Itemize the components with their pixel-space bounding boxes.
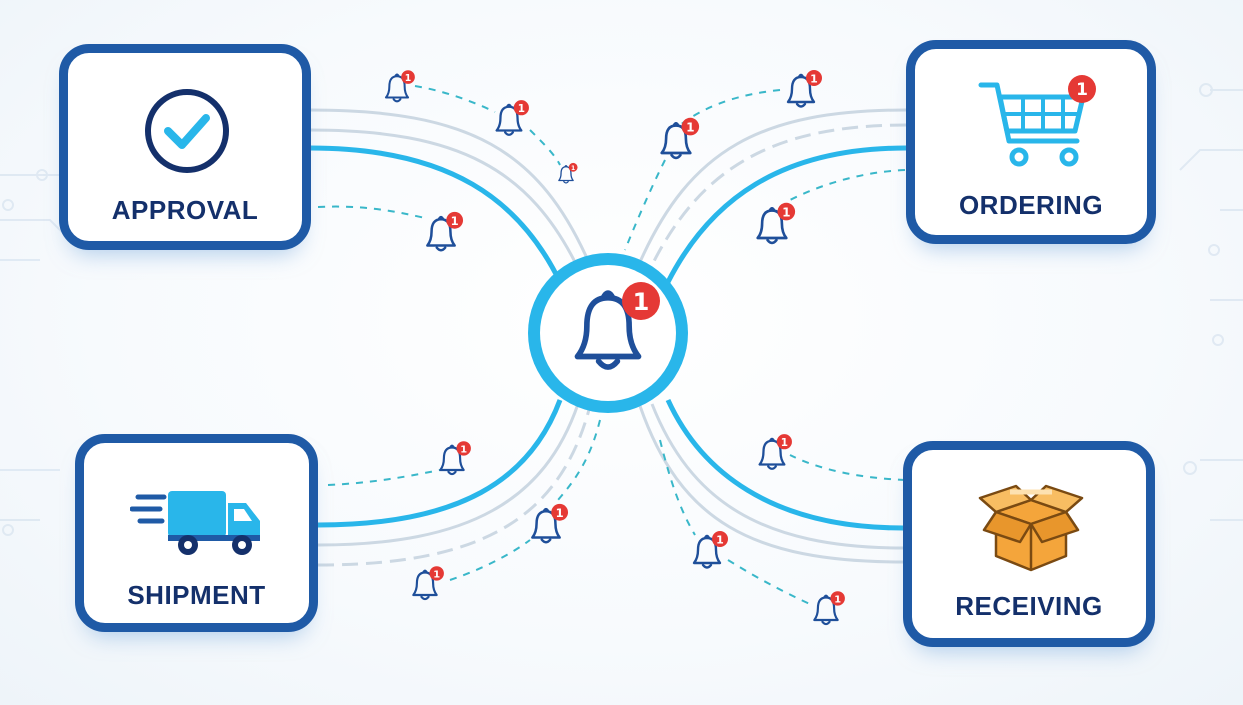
- ordering-node: 1 ORDERING: [906, 40, 1156, 244]
- shipment-node: SHIPMENT: [75, 434, 318, 632]
- bell-notification-icon: 1: [531, 503, 569, 544]
- shipment-label: SHIPMENT: [127, 580, 266, 610]
- connector-lines: [309, 85, 907, 606]
- bell-notification-icon: 1: [756, 202, 796, 245]
- check-circle-icon: [145, 89, 229, 173]
- open-box-icon: [978, 484, 1084, 572]
- bell-notification-icon: 1: [412, 566, 444, 601]
- bell-badge-count: 1: [781, 437, 788, 449]
- delivery-truck-icon: [130, 491, 260, 555]
- bell-notification-icon: 1: [692, 531, 728, 569]
- bell-badge-count: 1: [686, 121, 694, 135]
- bell-notification-icon: 1: [758, 434, 792, 470]
- bell-badge-count: 1: [782, 206, 790, 220]
- hub-badge-count: 1: [633, 288, 650, 316]
- bell-badge-count: 1: [571, 165, 575, 172]
- bell-notification-icon: 1: [813, 591, 845, 626]
- bell-badge-count: 1: [716, 534, 724, 547]
- bell-notification-icon: 1: [495, 100, 529, 136]
- bell-badge-count: 1: [451, 214, 459, 228]
- bell-badge-count: 1: [460, 444, 467, 455]
- bell-badge-count: 1: [556, 506, 564, 520]
- approval-node: APPROVAL: [59, 44, 311, 250]
- receiving-label: RECEIVING: [955, 591, 1103, 621]
- bell-badge-count: 1: [834, 594, 841, 605]
- bell-badge-count: 1: [810, 73, 818, 86]
- approval-label: APPROVAL: [111, 195, 259, 225]
- hub-badge: [622, 282, 660, 320]
- circuit-background: [0, 83, 1243, 536]
- receiving-node: RECEIVING: [903, 441, 1155, 647]
- bell-notification-icon: 1: [439, 441, 471, 476]
- bell-badge-count: 1: [518, 103, 525, 115]
- shopping-cart-icon: 1: [978, 75, 1096, 167]
- ordering-label: ORDERING: [958, 190, 1104, 220]
- bell-notification-icon: 1: [558, 162, 578, 184]
- cart-badge-count: 1: [1076, 80, 1088, 100]
- bell-badge-count: 1: [433, 569, 440, 580]
- bell-notification-icon: 1: [384, 70, 415, 103]
- bell-badge-count: 1: [405, 73, 412, 84]
- central-notification-hub: 1: [528, 253, 688, 413]
- floating-bells: 1 1 1 1 1 1 1 1 1 1 1 1 1: [384, 70, 845, 626]
- bell-notification-icon: 1: [426, 211, 464, 252]
- bell-notification-icon: 1: [786, 70, 822, 108]
- bell-notification-icon: 1: [660, 117, 700, 160]
